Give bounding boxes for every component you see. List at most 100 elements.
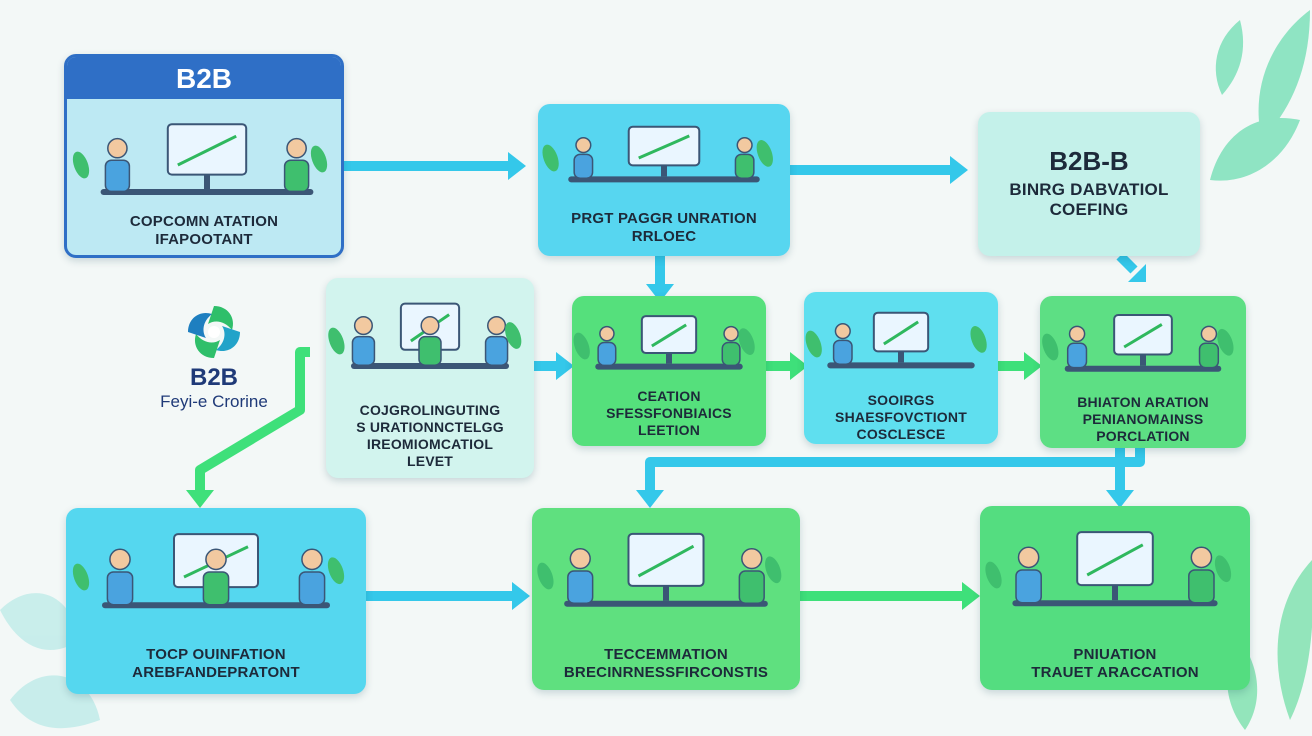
person-body [721,341,741,367]
monitor-stand [661,165,667,177]
person-head [1017,546,1040,569]
plant-leaf-icon [327,557,345,585]
chart-line [177,134,237,167]
chart-line [1123,323,1163,349]
plant-leaf-icon [1217,328,1234,356]
card-title: B2B-B [1049,146,1129,176]
chart-line [883,320,919,346]
plant-leaf-icon [72,563,90,591]
plant-leaf-icon [72,151,90,179]
person-body [738,570,765,605]
person-head [723,325,739,342]
person-body [567,570,594,605]
chart-line [638,134,690,160]
presentation-illustration [573,315,755,370]
monitor-stand [204,174,210,189]
chart-line [651,323,687,348]
plant-leaf-icon [1042,333,1059,361]
plant-leaf-icon [310,145,328,173]
leaf-decoration-top-right [1210,10,1310,181]
monitor-stand [1140,354,1146,366]
person-head [420,316,440,336]
person-body [351,335,376,366]
business-meeting-illustration [985,531,1232,607]
swirl-logo-icon [188,306,240,358]
desk [1012,600,1218,607]
desk [568,176,760,183]
plant-leaf-icon [970,326,987,353]
person-body [734,153,755,179]
person-body [202,571,230,606]
logo-title: B2B [189,364,238,391]
person-body [104,159,131,193]
person-head [109,548,131,571]
person-body [418,335,442,366]
monitor-stand [663,585,669,601]
person-head [205,548,227,571]
person-head [741,547,763,570]
analytics-illustration [1042,314,1234,372]
chart-line [1086,543,1144,577]
person-head [286,137,307,159]
person-body [484,335,509,366]
person-body [1015,569,1042,604]
plant-leaf-icon [756,140,773,167]
desk [564,600,768,607]
desk [595,363,743,370]
person-head [1190,546,1213,569]
person-head [1068,325,1086,343]
person-head [569,547,591,570]
card-header: B2B [67,57,341,99]
person-head [736,137,753,154]
person-body [106,571,134,606]
plant-leaf-icon [738,328,755,355]
collaboration-illustration [328,302,522,369]
person-body [573,153,594,179]
person-head [107,137,128,159]
chart-line [637,544,695,578]
plant-leaf-icon [537,562,554,590]
person-body [283,159,310,193]
person-body [1198,342,1220,369]
team-at-desk-illustration [72,123,328,195]
monitor-stand [1112,585,1118,601]
plant-leaf-icon [985,561,1002,589]
monitor-stand [666,353,672,364]
brand-logo: B2B Feyi-e Crorine [150,302,278,422]
logo-subtitle: Feyi-e Crorine [160,392,268,411]
dashboard-illustration [805,311,987,369]
plant-leaf-icon [1214,555,1232,583]
person-head [487,316,507,336]
person-body [298,571,326,606]
person-body [597,341,617,367]
person-head [1200,325,1218,343]
desk [100,189,314,195]
person-head [353,316,373,336]
person-head [301,548,323,571]
desk [350,363,510,369]
person-body [1066,342,1088,369]
plant-leaf-icon [542,144,559,172]
meeting-illustration [542,125,773,183]
plant-leaf-icon [765,556,782,584]
person-head [575,137,592,154]
plant-leaf-icon [573,332,590,360]
